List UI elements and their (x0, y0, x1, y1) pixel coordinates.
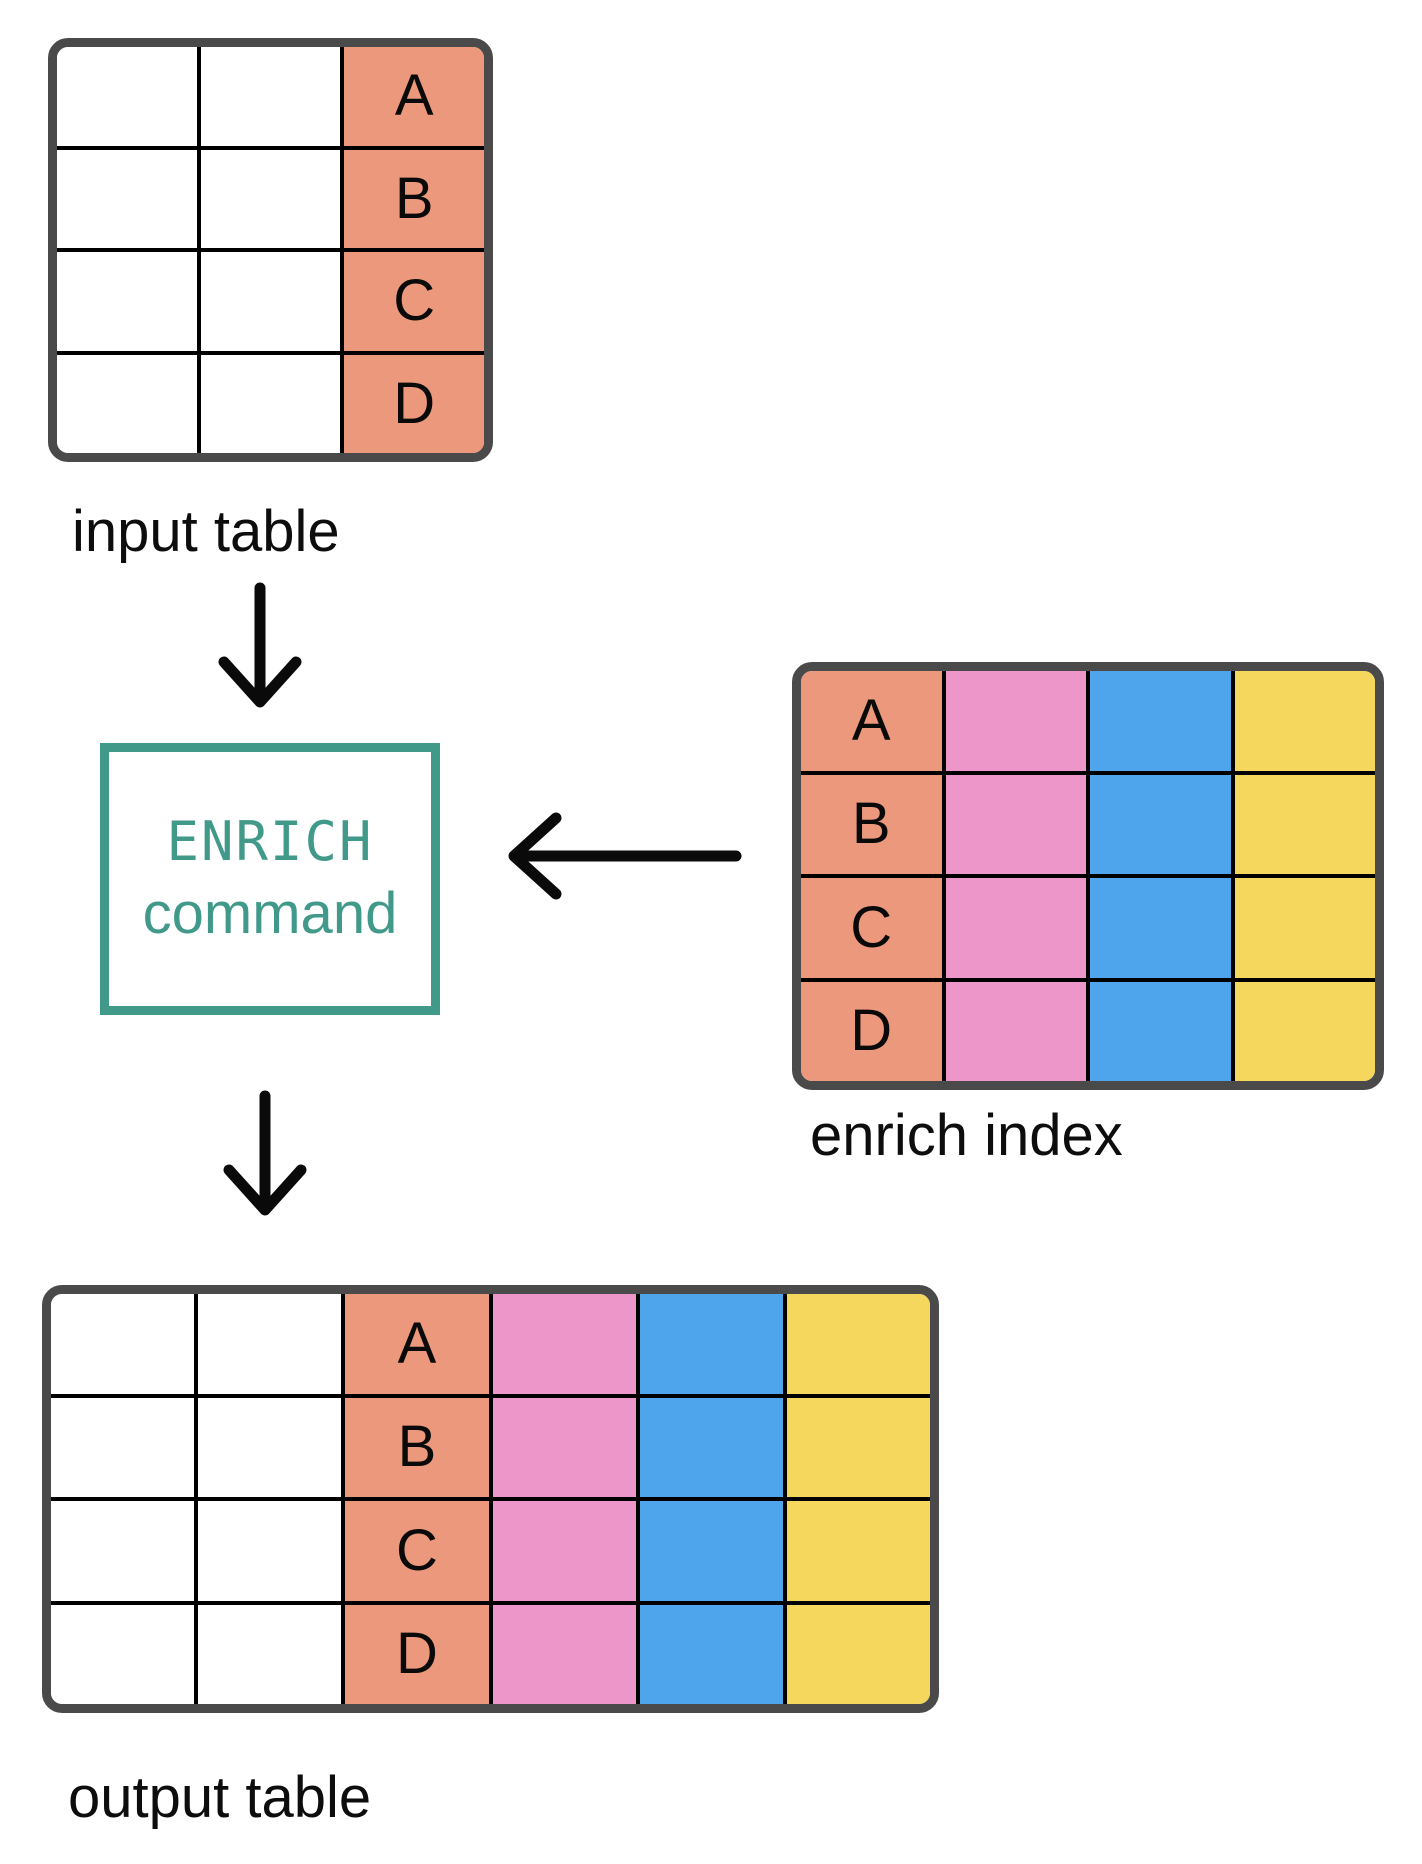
arrow-down-icon (223, 1090, 307, 1216)
output-table-label: output table (68, 1765, 372, 1830)
table-column (51, 1294, 195, 1705)
table-cell: B (801, 770, 942, 875)
table-cell: D (344, 350, 484, 454)
table-cell (492, 1393, 636, 1498)
table-cell (639, 1600, 783, 1705)
table-cell (200, 248, 341, 351)
table-cell (51, 1393, 195, 1498)
table-cell (200, 145, 341, 249)
table-cell (1090, 671, 1231, 771)
table-cell (51, 1600, 195, 1705)
table-cell (492, 1497, 636, 1601)
table-cell: A (394, 63, 434, 129)
table-cell (640, 1294, 783, 1394)
table-cell (1090, 770, 1231, 875)
enrich-index-label: enrich index (810, 1103, 1123, 1168)
table-cell (201, 47, 341, 146)
input-table-label: input table (72, 499, 340, 564)
table-cell (1234, 770, 1375, 875)
table-column (782, 1294, 930, 1705)
table-cell: C (345, 1497, 489, 1601)
table-cell (1234, 977, 1375, 1082)
table-column (941, 671, 1087, 1082)
table-column (1086, 671, 1231, 1081)
table-cell (786, 1497, 930, 1601)
table-column (196, 47, 341, 454)
table-cell (198, 1294, 341, 1394)
table-cell (946, 671, 1087, 771)
table-cell: C (801, 874, 942, 978)
table-cell (198, 1497, 342, 1601)
table-cell: A (397, 1310, 437, 1376)
arrow-down-icon (218, 582, 302, 708)
table-cell (786, 1393, 930, 1498)
table-cell: B (345, 1393, 489, 1498)
table-cell (945, 874, 1086, 978)
table-column (635, 1294, 783, 1705)
table-cell (198, 1393, 342, 1498)
table-cell (786, 1600, 930, 1705)
table-column (1230, 671, 1376, 1082)
table-cell (57, 248, 197, 351)
table-column (57, 47, 197, 453)
table-cell: D (801, 977, 942, 1082)
table-cell (639, 1393, 783, 1498)
table-cell (198, 1600, 342, 1705)
table-cell (639, 1497, 783, 1601)
table-cell: D (345, 1600, 489, 1705)
table-cell (51, 1294, 194, 1394)
table-cell (57, 145, 197, 249)
table-cell (200, 350, 341, 454)
table-cell (493, 1294, 636, 1394)
table-cell (57, 47, 197, 146)
table-cell: A (851, 687, 891, 753)
table-cell (1090, 977, 1231, 1082)
table-cell (1234, 874, 1375, 978)
table-cell (945, 977, 1086, 1082)
table-cell (51, 1497, 195, 1601)
table-column (194, 1294, 342, 1705)
table-column (488, 1294, 636, 1705)
table-cell (787, 1294, 930, 1394)
enrich-command-box: ENRICH command (100, 743, 440, 1015)
table-cell (492, 1600, 636, 1705)
table-cell (57, 350, 197, 454)
table-cell (945, 770, 1086, 875)
enrich-command-word: command (142, 881, 398, 946)
arrow-left-icon (508, 812, 742, 900)
table-cell: B (344, 145, 484, 249)
table-cell: C (344, 248, 484, 351)
table-cell (1235, 671, 1376, 771)
table-cell (1090, 874, 1231, 978)
enrich-command-keyword: ENRICH (166, 810, 374, 873)
